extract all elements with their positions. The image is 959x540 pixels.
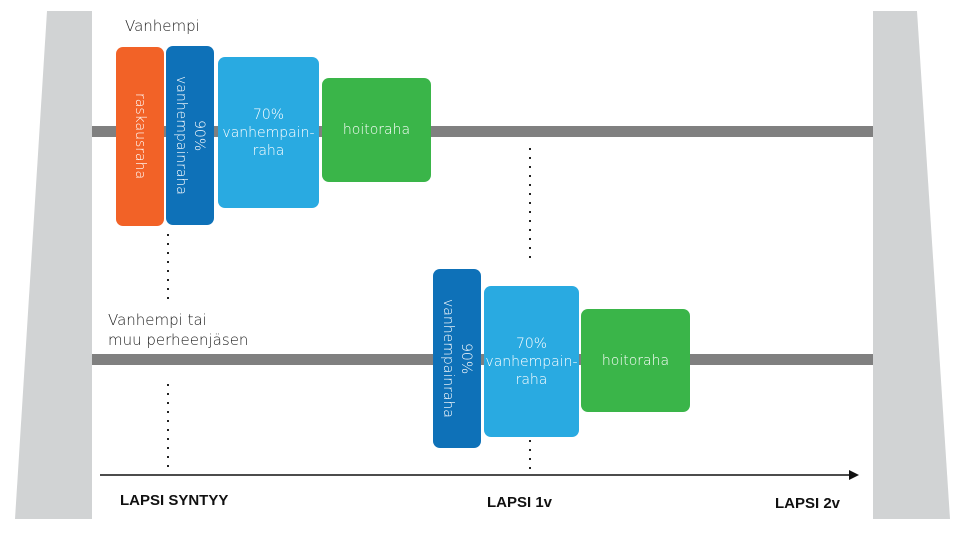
timeline-label-2y: LAPSI 2v (775, 495, 841, 512)
hoitoraha-label: hoitoraha (601, 352, 670, 369)
vanhempainraha-70-block: 70% vanhempain- raha (218, 57, 319, 208)
raskausraha-block: raskausraha (116, 47, 164, 226)
left-frame-panel (15, 11, 92, 519)
timeline-label-birth: LAPSI SYNTYY (120, 492, 229, 509)
vanhempainraha-90-label: 90% vanhempainraha (440, 299, 474, 418)
vanhempainraha-70-block: 70% vanhempain- raha (484, 286, 579, 437)
vanhempainraha-90-label: 90% vanhempainraha (173, 76, 207, 195)
vanhempainraha-70-label: 70% vanhempain- raha (485, 335, 578, 388)
hoitoraha-label: hoitoraha (342, 122, 411, 138)
row-label-parent: Vanhempi (125, 17, 200, 35)
track-other-parent (92, 354, 873, 365)
right-frame-panel (873, 11, 950, 519)
vanhempainraha-90-block: 90% vanhempainraha (433, 269, 481, 448)
hoitoraha-block: hoitoraha (322, 78, 431, 182)
vanhempainraha-90-block: 90% vanhempainraha (166, 46, 214, 225)
raskausraha-label: raskausraha (132, 93, 148, 180)
vanhempainraha-70-label: 70% vanhempain- raha (222, 106, 315, 159)
row-label-other-parent: Vanhempi tai muu perheenjäsen (108, 311, 249, 349)
track-parent (92, 126, 873, 137)
hoitoraha-block: hoitoraha (581, 309, 690, 412)
timeline-arrowhead (849, 470, 859, 480)
timeline-label-1y: LAPSI 1v (487, 494, 553, 511)
